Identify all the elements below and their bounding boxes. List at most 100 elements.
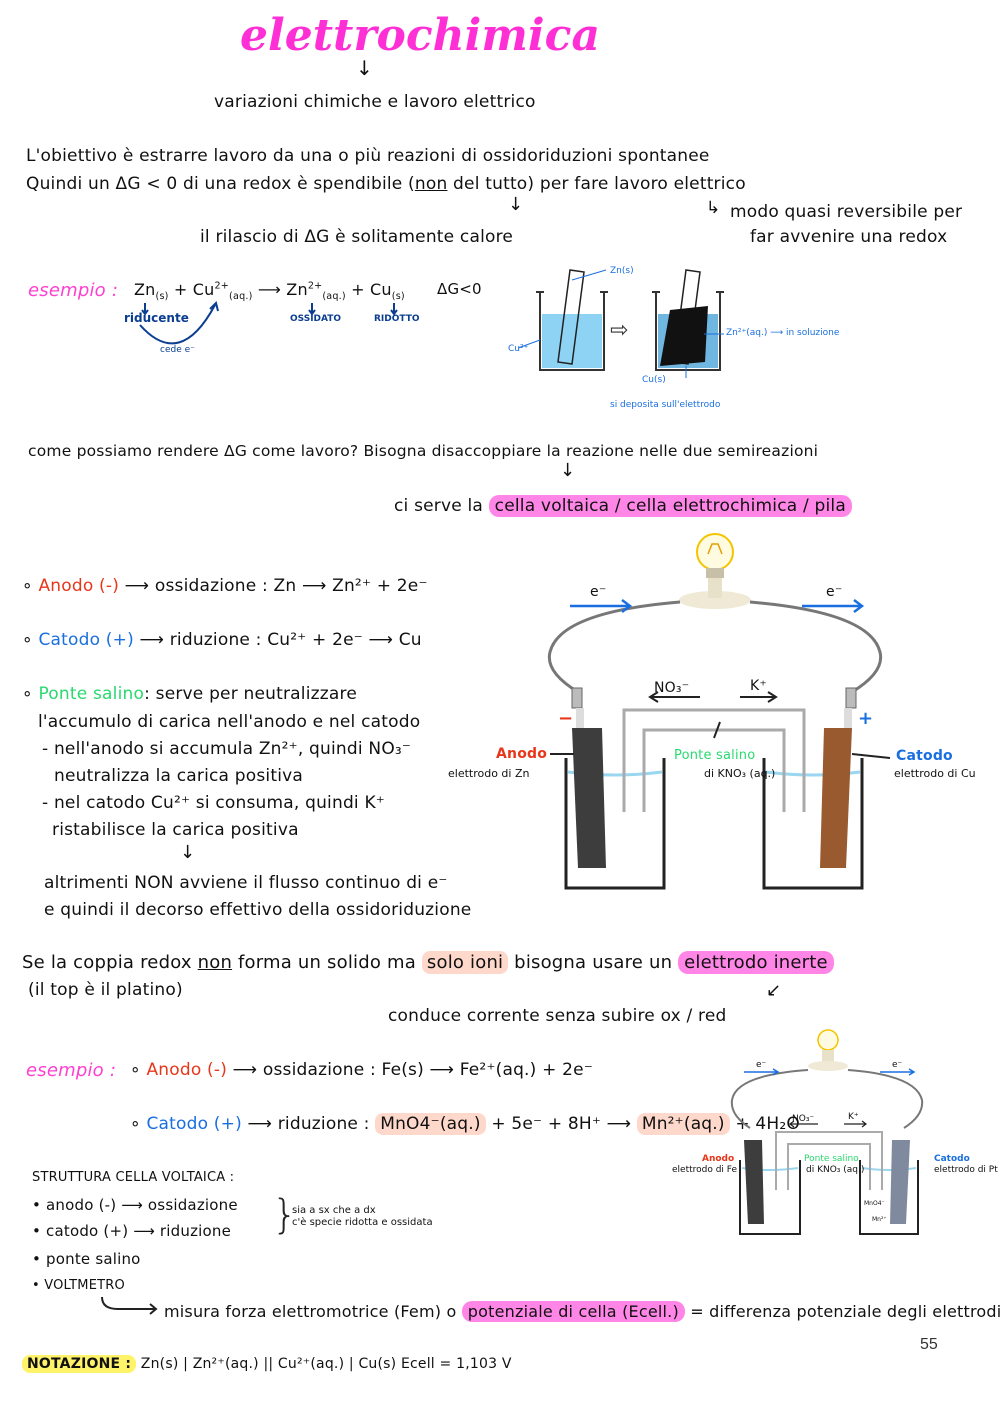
intro-non: non: [414, 174, 448, 194]
structure-item-1-text: anodo (-) ⟶ ossidazione: [46, 1196, 238, 1214]
example2-label: esempio :: [26, 1060, 117, 1081]
anodo-label: Anodo (-): [38, 576, 120, 596]
inert-c: bisogna usare un: [508, 952, 679, 973]
d1-ponte-sub: di KNO₃ (aq.): [704, 767, 776, 780]
ex2-catodo-post: + 4H₂O: [729, 1114, 800, 1134]
eq1-arrow: ⟶: [257, 280, 287, 299]
subtitle: variazioni chimiche e lavoro elettrico: [214, 92, 536, 112]
d2-ponte-sub: di KNO₃ (aq.): [806, 1165, 865, 1175]
voltaic-cell-diagram-2: [730, 1029, 924, 1235]
d1-catodo-sub: elettrodo di Cu: [894, 767, 976, 780]
beaker-after: [652, 269, 724, 371]
ponte-text: : serve per neutralizzare: [144, 684, 357, 704]
structure-item-2-text: catodo (+) ⟶ riduzione: [46, 1222, 232, 1240]
inert-line-1: Se la coppia redox non forma un solido m…: [22, 951, 834, 974]
example2-label-text: esempio: [26, 1060, 104, 1081]
beaker-in-soluzione: in soluzione: [785, 328, 840, 338]
intro-branch-right-1: modo quasi reversibile per: [730, 202, 963, 222]
example2-anodo: ∘ Anodo (-) ⟶ ossidazione : Fe(s) ⟶ Fe²⁺…: [130, 1060, 593, 1080]
anodo-text: ossidazione : Zn ⟶ Zn²⁺ + 2e⁻: [149, 576, 428, 596]
d2-e-left: e⁻: [756, 1060, 767, 1070]
question-answer: ci serve la cella voltaica / cella elett…: [394, 495, 852, 517]
structure-item-4: • VOLTMETRO: [32, 1278, 125, 1293]
page-title: elettrochimica: [240, 10, 600, 61]
example1-equation: Zn(s) + Cu2+(aq.) ⟶ Zn2+(aq.) + Cu(s): [134, 280, 405, 302]
d1-e-right: e⁻: [826, 584, 843, 600]
example1-label: esempio :: [28, 280, 119, 301]
ponte-line-4: neutralizza la carica positiva: [54, 766, 304, 786]
voltmetro-arrow: [101, 1296, 158, 1315]
inert-line-2: (il top è il platino): [28, 980, 183, 1000]
intro-branch-arrow: ↳: [706, 198, 721, 218]
notation-label: NOTAZIONE :: [22, 1355, 137, 1373]
d2-catodo: Catodo: [934, 1154, 970, 1164]
d1-no3: NO₃⁻: [654, 680, 690, 696]
example1-ossidato: OSSIDATO: [290, 314, 342, 324]
inert-hl-electrode: elettrodo inerte: [678, 951, 834, 974]
measure-hl: potenziale di cella (Ecell.): [461, 1301, 685, 1322]
beaker-cus-label: Cu(s): [642, 375, 666, 385]
inert-arrow: ↙: [766, 980, 782, 1001]
intro-branch-down: il rilascio di ΔG è solitamente calore: [200, 227, 514, 247]
example1-label-text: esempio: [28, 280, 106, 301]
measure-b: = differenza potenziale degli elettrodi: [684, 1302, 1000, 1321]
d2-anodo: Anodo: [702, 1154, 735, 1164]
inert-a: Se la coppia redox: [22, 952, 198, 973]
beaker-before: [536, 269, 608, 371]
notation-text: Zn(s) | Zn²⁺(aq.) || Cu²⁺(aq.) | Cu(s) E…: [140, 1356, 512, 1372]
catodo-text: riduzione : Cu²⁺ + 2e⁻ ⟶ Cu: [164, 630, 422, 650]
inert-line-3: conduce corrente senza subire ox / red: [388, 1006, 727, 1026]
ex2-catodo-label: Catodo (+): [146, 1114, 242, 1134]
example1-riducente: riducente: [124, 311, 189, 325]
ex2-mn: Mn²⁺(aq.): [636, 1113, 730, 1135]
anodo-item: ∘ Anodo (-) ⟶ ossidazione : Zn ⟶ Zn²⁺ + …: [22, 576, 428, 596]
example2-catodo: ∘ Catodo (+) ⟶ riduzione : MnO4⁻(aq.) + …: [130, 1113, 800, 1135]
d1-k: K⁺: [750, 678, 767, 694]
inert-b: forma un solido ma: [232, 952, 422, 973]
brace-note-2: c'è specie ridotta e ossidata: [292, 1217, 433, 1228]
otherwise-2: e quindi il decorso effettivo della ossi…: [44, 900, 472, 920]
eq1-cus: + Cu: [345, 280, 392, 299]
d1-e-left: e⁻: [590, 584, 607, 600]
ponte-item: ∘ Ponte salino: serve per neutralizzare: [22, 684, 357, 704]
structure-item-3: • ponte salino: [32, 1250, 141, 1268]
inert-hl-ions: solo ioni: [421, 951, 509, 974]
ex2-catodo-pre: riduzione :: [272, 1114, 376, 1134]
d2-k: K⁺: [848, 1112, 859, 1122]
ponte-line-5: - nel catodo Cu²⁺ si consuma, quindi K⁺: [42, 793, 385, 813]
title-arrow: ↓: [356, 56, 373, 80]
eq1-zn: Zn: [134, 280, 156, 299]
beaker-zn-label: Zn(s): [610, 266, 634, 276]
d1-plus: +: [858, 708, 874, 729]
eq1-zn2-sup: 2+: [307, 280, 323, 292]
inert-non: non: [197, 952, 233, 973]
ponte-label: Ponte salino: [38, 684, 145, 704]
d2-no3: NO₃⁻: [792, 1114, 815, 1124]
answer-prefix: ci serve la: [394, 496, 489, 516]
example1-beakers: ⇨: [517, 269, 724, 378]
ponte-arrow: ↓: [180, 842, 196, 863]
intro-line-2b: del tutto) per fare lavoro elettrico: [447, 174, 746, 194]
example1-cede: cede e⁻: [160, 345, 195, 355]
catodo-label: Catodo (+): [38, 630, 134, 650]
measure-a: misura forza elettromotrice (Fem) o: [164, 1302, 462, 1321]
structure-item-3-text: ponte salino: [46, 1250, 141, 1268]
d1-minus: −: [558, 708, 574, 729]
ponte-line-3: - nell'anodo si accumula Zn²⁺, quindi NO…: [42, 739, 412, 759]
measure-line: misura forza elettromotrice (Fem) o pote…: [164, 1301, 1000, 1322]
structure-heading: STRUTTURA CELLA VOLTAICA :: [32, 1170, 235, 1185]
structure-brace: }: [272, 1192, 298, 1238]
example1-dg: ΔG<0: [437, 280, 482, 298]
beaker-deposit-label: si deposita sull'elettrodo: [610, 400, 721, 410]
bulb-icon: [679, 533, 751, 609]
notation: NOTAZIONE : Zn(s) | Zn²⁺(aq.) || Cu²⁺(aq…: [22, 1355, 512, 1373]
structure-item-4-text: VOLTMETRO: [44, 1278, 125, 1293]
otherwise-1: altrimenti NON avviene il flusso continu…: [44, 873, 448, 893]
beaker-arrow: ⇨: [610, 318, 628, 343]
catodo-item: ∘ Catodo (+) ⟶ riduzione : Cu²⁺ + 2e⁻ ⟶ …: [22, 630, 422, 650]
d1-catodo: Catodo: [896, 748, 953, 764]
structure-item-2: • catodo (+) ⟶ riduzione: [32, 1222, 232, 1240]
voltaic-cell-diagram: [547, 533, 891, 890]
beaker-zn2-text: Zn²⁺(aq.): [726, 328, 768, 338]
intro-branch-right-2: far avvenire una redox: [750, 227, 948, 247]
